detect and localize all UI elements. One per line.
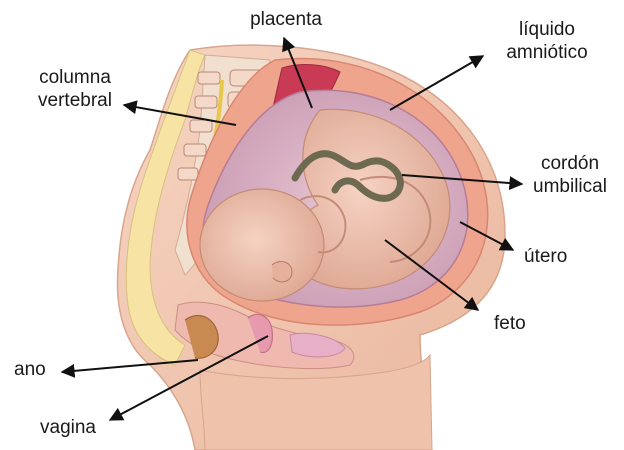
utero-text: útero bbox=[524, 246, 567, 267]
columna-line1: columna bbox=[20, 66, 130, 89]
ano-text: ano bbox=[14, 359, 46, 380]
label-vagina: vagina bbox=[40, 416, 96, 439]
liquido-line1: líquido bbox=[482, 18, 612, 41]
fetus-ear bbox=[272, 261, 292, 281]
label-utero: útero bbox=[524, 245, 567, 268]
cordon-line1: cordón bbox=[520, 152, 620, 175]
label-feto: feto bbox=[494, 312, 526, 335]
label-columna-vertebral: columna vertebral bbox=[20, 66, 130, 112]
cordon-line2: umbilical bbox=[520, 175, 620, 198]
label-liquido-amniotico: líquido amniótico bbox=[482, 18, 612, 64]
feto-text: feto bbox=[494, 313, 526, 334]
placenta-text: placenta bbox=[250, 9, 322, 30]
liquido-line2: amniótico bbox=[482, 41, 612, 64]
label-cordon-umbilical: cordón umbilical bbox=[520, 152, 620, 198]
label-ano: ano bbox=[14, 358, 46, 381]
vagina-text: vagina bbox=[40, 417, 96, 438]
fetus-head bbox=[200, 189, 324, 301]
columna-line2: vertebral bbox=[20, 89, 130, 112]
label-placenta: placenta bbox=[236, 8, 336, 31]
